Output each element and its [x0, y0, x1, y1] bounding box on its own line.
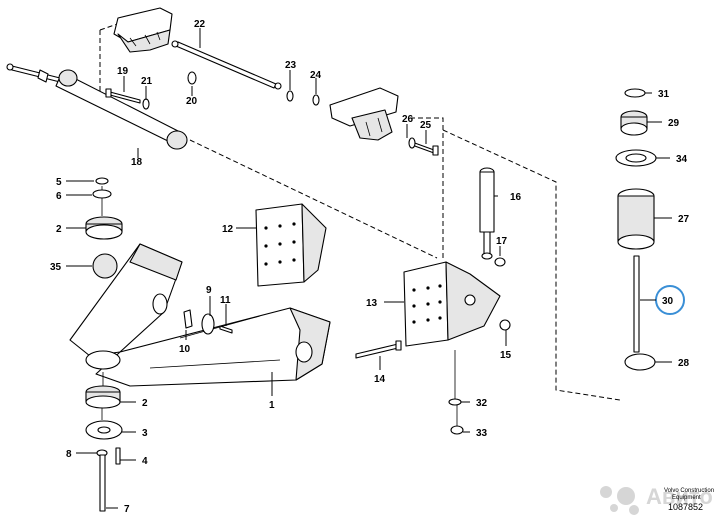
callout-5: 5: [56, 177, 62, 188]
watermark-logo: Авито: [600, 484, 713, 515]
callout-12: 12: [222, 224, 234, 235]
bolt-set-19-21: [105, 71, 197, 110]
upper-pedal-bracket: [113, 7, 173, 53]
callout-10: 10: [179, 344, 191, 355]
tie-rod: [171, 40, 282, 90]
washers-23-24: [286, 90, 320, 106]
callout-15: 15: [500, 350, 512, 361]
callout-6: 6: [56, 191, 62, 202]
callout-35: 35: [50, 262, 62, 273]
callout-31: 31: [658, 89, 670, 100]
callout-2-lower: 2: [142, 398, 148, 409]
callout-13: 13: [366, 298, 378, 309]
callout-25: 25: [420, 120, 432, 131]
stabilizer-link: [6, 63, 188, 150]
credit-line-1: Volvo Construction: [664, 488, 714, 494]
callout-33: 33: [476, 428, 488, 439]
pin-14: [355, 340, 402, 359]
callout-24: 24: [310, 70, 322, 81]
callout-3: 3: [142, 428, 148, 439]
callout-11: 11: [220, 295, 231, 306]
callout-32: 32: [476, 398, 488, 409]
mount-stack-upper: [85, 177, 123, 279]
callout-30: 30: [662, 296, 674, 307]
mount-stack-lower: [85, 385, 123, 512]
callout-4: 4: [142, 456, 148, 467]
callout-23: 23: [285, 60, 297, 71]
mounting-bracket-13: [403, 261, 501, 347]
svg-text:Авито: Авито: [646, 484, 713, 509]
callout-1: 1: [269, 400, 275, 411]
callout-labels: 22 19 21 20 23 24 26 25 18 5 6 2 35 12 1…: [50, 19, 690, 515]
credit-line-2: Equipment: [672, 495, 701, 501]
callout-27: 27: [678, 214, 690, 225]
leader-lines: [66, 28, 672, 509]
lower-pedal-bracket: [329, 87, 399, 141]
callout-20: 20: [186, 96, 198, 107]
callout-8: 8: [66, 449, 72, 460]
callout-22: 22: [194, 19, 206, 30]
cab-mount-stack: [615, 88, 657, 371]
document-number: 1087852: [668, 502, 703, 512]
callout-18: 18: [131, 157, 143, 168]
bolt-25-26: [408, 137, 439, 156]
callout-21: 21: [141, 76, 153, 87]
callout-17: 17: [496, 236, 508, 247]
mounting-bracket-12: [255, 203, 327, 287]
washers-32-33: [448, 319, 511, 435]
callout-14: 14: [374, 374, 386, 385]
callout-34: 34: [676, 154, 688, 165]
callout-2-upper: 2: [56, 224, 62, 235]
bushing-9-11: [183, 309, 233, 335]
callout-26: 26: [402, 114, 414, 125]
callout-9: 9: [206, 285, 212, 296]
callout-19: 19: [117, 66, 129, 77]
callout-28: 28: [678, 358, 690, 369]
callout-16: 16: [510, 192, 522, 203]
nut-17: [494, 257, 506, 267]
a-frame-1: [69, 243, 331, 387]
shock-absorber: [479, 167, 495, 260]
callout-29: 29: [668, 118, 680, 129]
callout-7: 7: [124, 504, 130, 515]
